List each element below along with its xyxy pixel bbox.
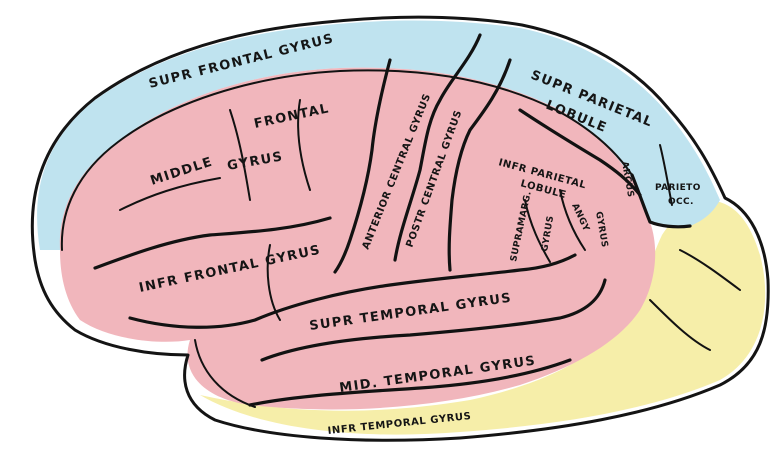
label-occ: OCC. — [668, 197, 694, 207]
label-parieto: PARIETO — [655, 183, 701, 193]
